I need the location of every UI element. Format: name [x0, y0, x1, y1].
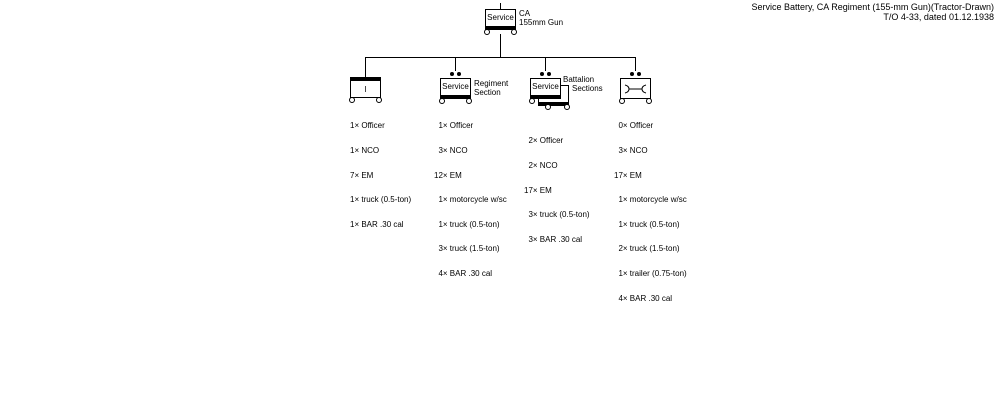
list-item: 1× motorcycle w/sc	[618, 195, 687, 205]
branch-line-1	[365, 57, 366, 77]
wheel-icon	[439, 98, 445, 104]
header-title: Service Battery, CA Regiment (155-mm Gun…	[751, 2, 994, 12]
unit-2-label-line2: Section	[474, 88, 501, 97]
hq-stem-line	[500, 34, 501, 57]
list-item: 2× NCO	[528, 161, 558, 171]
list-item: 1× truck (0.5-ton)	[618, 219, 680, 229]
hq-symbol-text: Service	[487, 13, 514, 22]
list-item: 3× truck (1.5-ton)	[438, 244, 500, 254]
list-item: 3× NCO	[438, 146, 468, 156]
unit-3-symbol: Service	[530, 78, 561, 99]
branch-line-2	[455, 57, 456, 71]
wheel-icon	[484, 29, 490, 35]
list-item: 2× Officer	[528, 136, 564, 146]
list-item: 1× Officer	[350, 121, 385, 131]
hq-symbol-bar	[486, 26, 515, 29]
wheel-icon	[646, 98, 652, 104]
list-item: 7× EM	[350, 170, 374, 180]
document-header: Service Battery, CA Regiment (155-mm Gun…	[751, 2, 994, 22]
unit-3-label-line1: Battalion	[563, 75, 595, 84]
hq-label-line1: CA	[519, 9, 531, 18]
wheel-icon	[545, 104, 551, 110]
unit-1-top-bar	[351, 78, 380, 81]
unit-4-symbol	[620, 78, 651, 99]
branch-line-3	[545, 57, 546, 71]
unit-2-equipment-list: 1× Officer 3× NCO 12× EM 1× motorcycle w…	[434, 106, 507, 295]
list-item: 17× EM	[524, 185, 552, 195]
hq-symbol: Service	[485, 9, 516, 30]
size-dot-icon	[450, 72, 454, 76]
unit-2-label: Regiment Section	[474, 79, 508, 97]
wheel-icon	[376, 97, 382, 103]
list-item: 1× motorcycle w/sc	[438, 195, 507, 205]
list-item: 1× truck (0.5-ton)	[350, 195, 412, 205]
unit-2-label-line1: Regiment	[474, 79, 509, 88]
hq-top-tick	[500, 3, 501, 9]
size-dot-icon	[630, 72, 634, 76]
list-item: 3× BAR .30 cal	[528, 234, 583, 244]
list-item: 3× NCO	[618, 146, 648, 156]
wheel-icon	[349, 97, 355, 103]
wheel-icon	[619, 98, 625, 104]
unit-1-equipment-list: 1× Officer 1× NCO 7× EM 1× truck (0.5-to…	[350, 106, 411, 245]
size-dot-icon	[547, 72, 551, 76]
list-item: 17× EM	[614, 170, 642, 180]
branch-bar-line	[365, 57, 636, 58]
wheel-icon	[511, 29, 517, 35]
unit-3-symbol-back-bar	[539, 102, 568, 105]
list-item: 0× Officer	[618, 121, 654, 131]
hq-label: CA 155mm Gun	[519, 9, 563, 27]
list-item: 3× truck (0.5-ton)	[528, 210, 590, 220]
list-item: 1× NCO	[350, 146, 380, 156]
unit-2-symbol: Service	[440, 78, 471, 99]
unit-2-symbol-text: Service	[442, 82, 469, 91]
unit-3-symbol-bar	[531, 95, 560, 98]
list-item: 4× BAR .30 cal	[438, 269, 493, 279]
list-item: 1× BAR .30 cal	[350, 219, 404, 229]
list-item: 1× truck (0.5-ton)	[438, 219, 500, 229]
unit-3-label: Battalion Sections	[563, 75, 603, 93]
list-item: 1× trailer (0.75-ton)	[618, 269, 687, 279]
unit-4-equipment-list: 0× Officer 3× NCO 17× EM 1× motorcycle w…	[614, 106, 687, 319]
unit-2-symbol-bar	[441, 95, 470, 98]
wheel-icon	[529, 98, 535, 104]
list-item: 1× Officer	[438, 121, 474, 131]
list-item: 4× BAR .30 cal	[618, 293, 673, 303]
unit-3-stack-line	[568, 89, 569, 107]
size-dot-icon	[540, 72, 544, 76]
unit-3-equipment-list: 2× Officer 2× NCO 17× EM 3× truck (0.5-t…	[524, 121, 590, 260]
branch-line-4	[635, 57, 636, 71]
header-subtitle: T/O 4-33, dated 01.12.1938	[883, 12, 994, 22]
unit-1-symbol: I	[350, 77, 381, 98]
wheel-icon	[564, 104, 570, 110]
size-dot-icon	[457, 72, 461, 76]
hq-label-line2: 155mm Gun	[519, 18, 564, 27]
wheel-icon	[466, 98, 472, 104]
unit-3-symbol-text: Service	[532, 82, 559, 91]
unit-1-symbol-text: I	[364, 85, 367, 94]
size-dot-icon	[637, 72, 641, 76]
list-item: 2× truck (1.5-ton)	[618, 244, 680, 254]
list-item: 12× EM	[434, 170, 462, 180]
wrench-icon	[624, 84, 647, 94]
unit-3-label-line2: Sections	[572, 84, 603, 93]
